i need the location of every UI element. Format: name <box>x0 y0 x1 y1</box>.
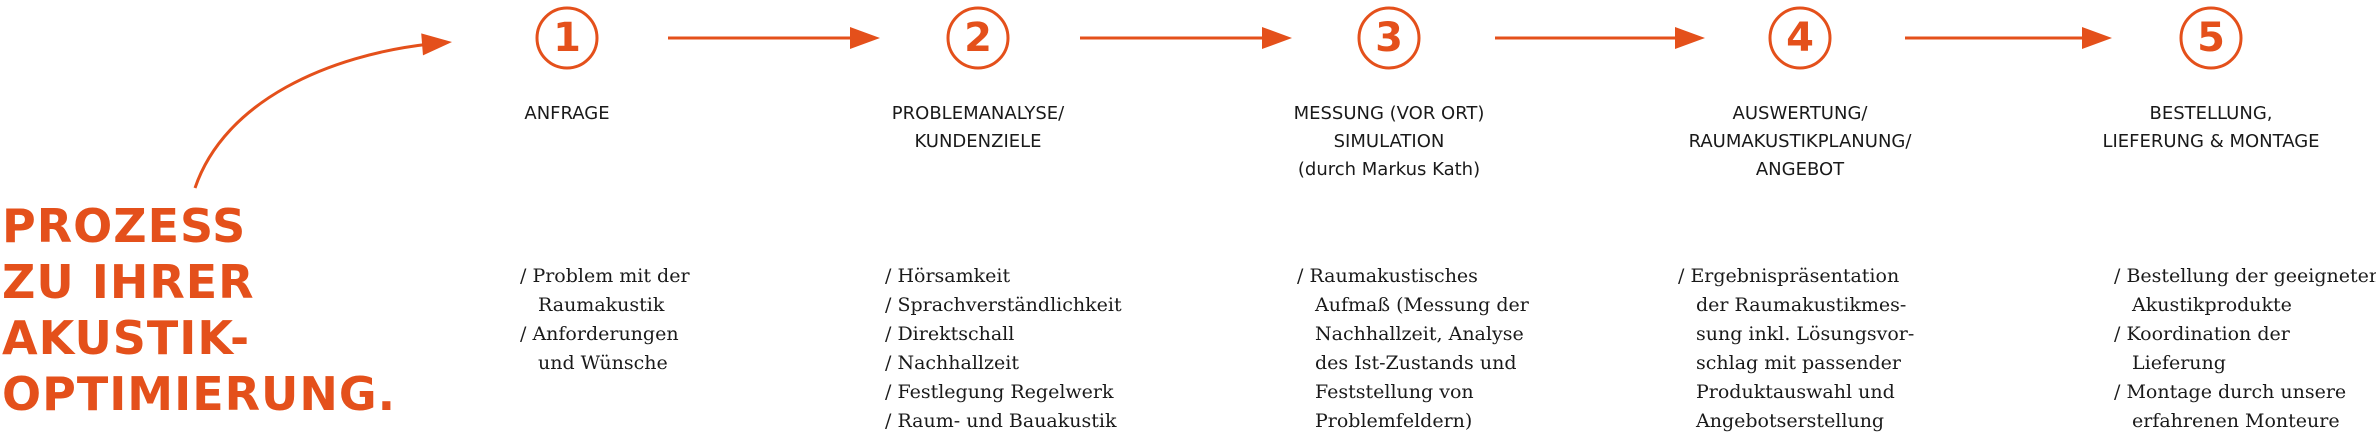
step-detail-item: / Raum- und Bauakustik <box>885 407 1122 436</box>
step-detail-item: / Anforderungen und Wünsche <box>520 320 690 378</box>
step-detail-line: Akustikprodukte <box>2132 294 2292 316</box>
process-title-line: PROZESS <box>2 199 247 253</box>
step-detail-line: / Raumakustisches <box>1297 265 1478 287</box>
step-circle <box>2179 6 2243 70</box>
step-details: / Hörsamkeit / Sprachverständlichkeit / Di… <box>885 262 1122 436</box>
step-number: 5 <box>2197 15 2225 61</box>
step-detail-item: / Ergebnispräsentation der Raumakustikmes… <box>1678 262 1914 436</box>
step-heading-line: PROBLEMANALYSE/ <box>891 103 1065 124</box>
step-detail-line: / Festlegung Regelwerk <box>885 381 1114 403</box>
step-detail-line: Problemfeldern) <box>1315 410 1473 432</box>
step-detail-item: / Nachhallzeit <box>885 349 1122 378</box>
process-title-line: OPTIMIERUNG. <box>2 367 397 421</box>
step-number: 2 <box>964 15 992 61</box>
process-title-line: ZU IHRER <box>2 255 255 309</box>
step-detail-item: / Sprachverständlichkeit <box>885 291 1122 320</box>
step-heading-line: LIEFERUNG & MONTAGE <box>2102 131 2320 152</box>
step-detail-line: Angebotserstellung <box>1696 410 1885 432</box>
step-detail-line: schlag mit passender <box>1696 352 1901 374</box>
step-detail-line: sung inkl. Lösungsvor- <box>1696 323 1915 345</box>
step-heading-line: SIMULATION <box>1333 131 1445 152</box>
step-heading: PROBLEMANALYSE/KUNDENZIELE <box>828 100 1128 156</box>
step-heading-line: RAUMAKUSTIKPLANUNG/ <box>1688 131 1912 152</box>
step-detail-item: / Direktschall <box>885 320 1122 349</box>
step-detail-line: Produktauswahl und <box>1696 381 1895 403</box>
step-heading: MESSUNG (VOR ORT) SIMULATION (durch Markus… <box>1239 100 1539 184</box>
step-detail-line: / Direktschall <box>885 323 1015 345</box>
step-heading: ANFRAGE <box>417 100 717 128</box>
curved-arrow-line <box>193 42 431 189</box>
step-detail-line: / Ergebnispräsentation <box>1678 265 1900 287</box>
step-heading: AUSWERTUNG/RAUMAKUSTIKPLANUNG/ANGEBOT <box>1650 100 1950 184</box>
step-circle <box>1357 6 1421 70</box>
step-number: 1 <box>553 15 581 61</box>
step-detail-line: / Anforderungen <box>520 323 679 345</box>
step-detail-item: / Festlegung Regelwerk <box>885 378 1122 407</box>
step-heading-line: ANGEBOT <box>1755 159 1845 180</box>
step-circle <box>535 6 599 70</box>
process-title-line: AKUSTIK- <box>2 311 251 365</box>
step-arrow-head <box>850 27 880 49</box>
process-title: PROZESS ZU IHRER AKUSTIK- OPTIMIERUNG. <box>2 198 422 422</box>
step-heading: BESTELLUNG, LIEFERUNG & MONTAGE <box>2061 100 2361 156</box>
step-arrow-head <box>2082 27 2112 49</box>
step-detail-line: / Hörsamkeit <box>885 265 1011 287</box>
step-detail-line: und Wünsche <box>538 352 668 374</box>
step-detail-line: Lieferung <box>2132 352 2226 374</box>
step-detail-item: / Montage durch unsere erfahrenen Monteur… <box>2114 378 2376 436</box>
step-detail-line: Feststellung von <box>1315 381 1474 403</box>
step-detail-line: / Problem mit der <box>520 265 690 287</box>
step-arrow-head <box>1675 27 1705 49</box>
step-arrow-head <box>1262 27 1292 49</box>
step-detail-line: Nachhallzeit, Analyse <box>1315 323 1524 345</box>
step-heading-line: MESSUNG (VOR ORT) <box>1293 103 1485 124</box>
step-detail-line: der Raumakustikmes- <box>1696 294 1907 316</box>
step-heading-line: KUNDENZIELE <box>914 131 1042 152</box>
step-detail-line: Raumakustik <box>538 294 665 316</box>
step-heading-line: ANFRAGE <box>524 103 610 124</box>
step-detail-line: erfahrenen Monteure <box>2132 410 2340 432</box>
step-detail-line: des Ist-Zustands und <box>1315 352 1517 374</box>
step-heading-line: BESTELLUNG, <box>2149 103 2273 124</box>
step-number: 3 <box>1375 15 1403 61</box>
step-heading-line: (durch Markus Kath) <box>1297 159 1481 180</box>
step-details: / Ergebnispräsentation der Raumakustikmes… <box>1678 262 1914 436</box>
step-detail-line: / Bestellung der geeigneten <box>2114 265 2376 287</box>
arrows-layer <box>193 27 2112 189</box>
step-detail-line: / Sprachverständlichkeit <box>885 294 1122 316</box>
step-detail-line: / Montage durch unsere <box>2114 381 2347 403</box>
step-detail-line: Aufmaß (Messung der <box>1315 294 1529 316</box>
step-circle <box>946 6 1010 70</box>
circles-layer <box>535 6 2243 70</box>
step-number: 4 <box>1786 15 1814 61</box>
step-circle <box>1768 6 1832 70</box>
step-detail-item: / Hörsamkeit <box>885 262 1122 291</box>
curved-arrow-head <box>421 33 452 56</box>
step-heading-line: AUSWERTUNG/ <box>1732 103 1868 124</box>
step-detail-line: / Nachhallzeit <box>885 352 1019 374</box>
step-detail-line: / Koordination der <box>2114 323 2290 345</box>
step-detail-line: / Raum- und Bauakustik <box>885 410 1117 432</box>
